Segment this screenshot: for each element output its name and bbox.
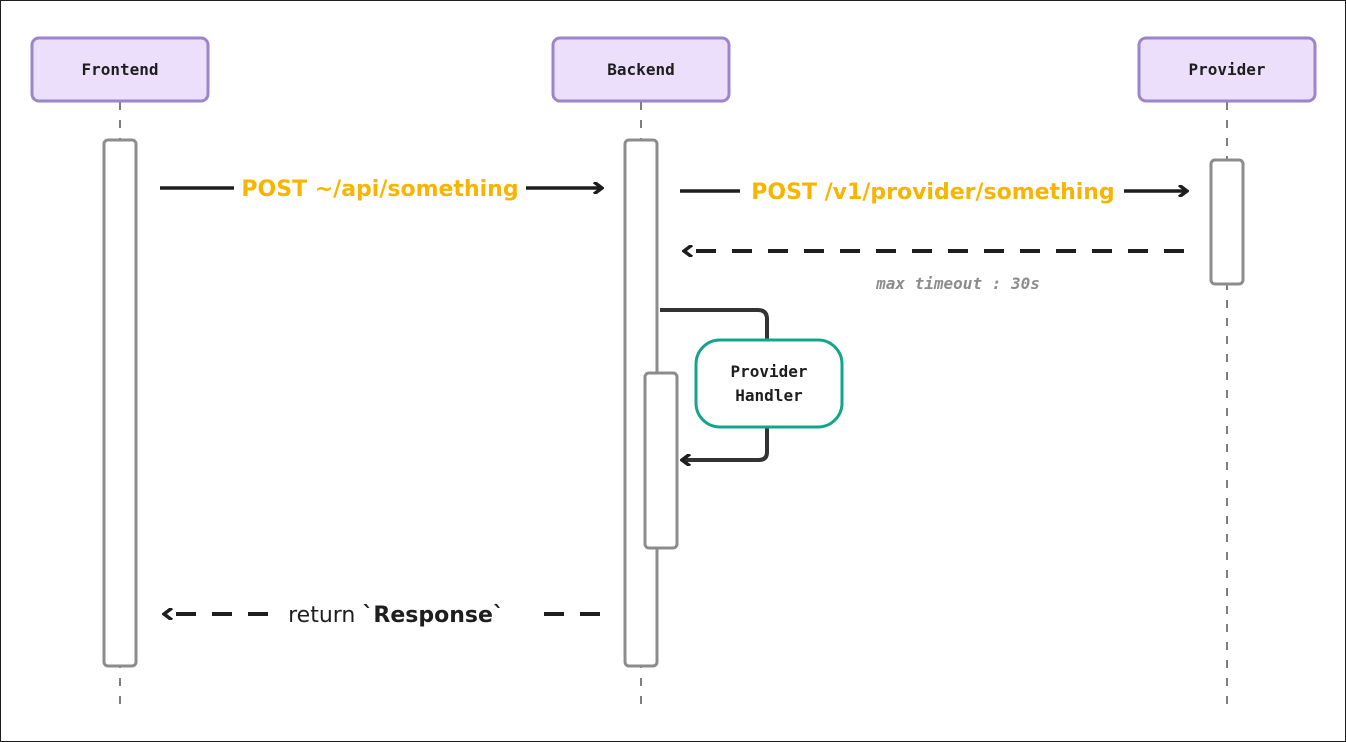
return-type: `Response`	[362, 603, 504, 628]
self-call-provider-handler: Provider Handler	[660, 308, 844, 460]
message-post-provider-something: POST /v1/provider/something	[680, 180, 1187, 205]
message-post-api-something: POST ~/api/something	[160, 177, 602, 202]
participant-backend[interactable]: Backend	[551, 36, 731, 103]
provider-handler-box[interactable]	[694, 338, 844, 429]
participant-label: Backend	[607, 60, 674, 79]
message-return-response: return `Response`	[164, 603, 600, 628]
activation-frontend	[102, 138, 138, 668]
handler-label-line2: Handler	[735, 386, 802, 405]
activation-backend-nested	[643, 371, 679, 550]
participant-label: Provider	[1188, 60, 1265, 79]
participant-frontend[interactable]: Frontend	[30, 36, 210, 103]
timeout-note: max timeout : 30s	[875, 274, 1040, 293]
message-label: return `Response`	[288, 603, 504, 628]
message-label: POST ~/api/something	[241, 177, 518, 202]
return-prefix: return	[288, 603, 362, 628]
participant-label: Frontend	[81, 60, 158, 79]
activation-provider	[1209, 158, 1245, 286]
message-label: POST /v1/provider/something	[751, 180, 1114, 205]
participant-provider[interactable]: Provider	[1137, 36, 1317, 103]
handler-label-line1: Provider	[730, 362, 807, 381]
